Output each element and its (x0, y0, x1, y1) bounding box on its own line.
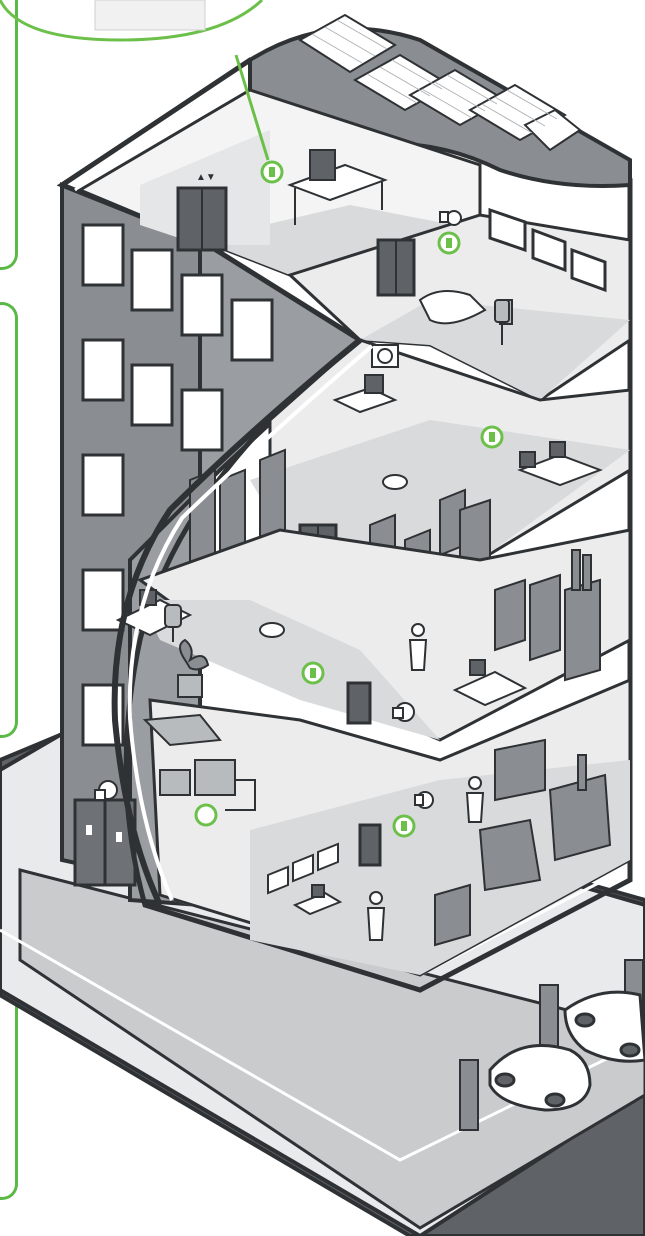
person-icon (410, 624, 426, 670)
router-icon (383, 475, 407, 489)
camera-icon (440, 211, 461, 225)
elevator-sign: ▲▼ (196, 172, 216, 183)
camera-icon (372, 345, 398, 367)
door-icon (378, 240, 414, 295)
door-icon (348, 683, 370, 723)
sensor-icon (196, 805, 216, 825)
router-icon (260, 623, 284, 637)
door-icon (360, 825, 380, 865)
